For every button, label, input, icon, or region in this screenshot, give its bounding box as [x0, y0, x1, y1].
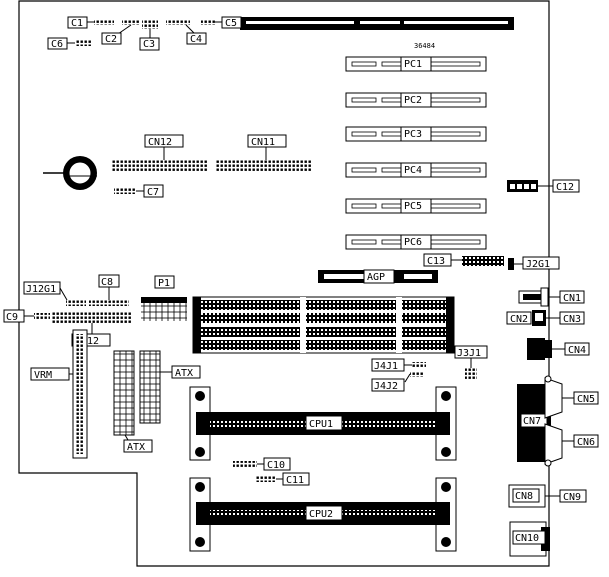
connector-c3: C3	[139, 19, 160, 51]
svg-text:C1: C1	[71, 18, 83, 29]
jumper-j3j1: J3J1	[454, 345, 488, 380]
svg-text:AGP: AGP	[367, 272, 385, 283]
svg-text:PC5: PC5	[404, 201, 422, 212]
svg-text:C9: C9	[6, 312, 18, 323]
connector-c11: C11	[256, 472, 310, 486]
svg-text:C13: C13	[427, 256, 445, 267]
svg-text:PC1: PC1	[404, 59, 422, 70]
connector-c9: C9	[3, 309, 50, 323]
svg-text:CN4: CN4	[568, 345, 586, 356]
connector-c13: C13	[423, 253, 504, 267]
connector-cn4: CN4	[527, 338, 590, 360]
svg-text:CN3: CN3	[563, 314, 581, 325]
svg-text:PC3: PC3	[404, 129, 422, 140]
connector-c1: C1	[67, 16, 114, 29]
part-number: 36484	[414, 42, 435, 50]
pci-slot-3: PC3	[345, 126, 487, 142]
svg-text:J2G1: J2G1	[526, 259, 550, 270]
svg-text:C8: C8	[101, 277, 113, 288]
battery-icon	[43, 156, 97, 190]
svg-text:CPU1: CPU1	[309, 419, 333, 430]
svg-text:C2: C2	[105, 34, 117, 45]
connector-cn1: CN1	[518, 287, 585, 307]
connector-atx-right: ATX	[139, 350, 201, 424]
svg-text:ATX: ATX	[175, 368, 193, 379]
svg-text:PC4: PC4	[404, 165, 422, 176]
connector-c8: C8	[89, 274, 129, 306]
jumper-j12g1: J12G1	[23, 281, 86, 306]
svg-text:PC2: PC2	[404, 95, 422, 106]
svg-text:CN2: CN2	[510, 314, 528, 325]
connector-c6: C6	[47, 37, 91, 50]
jumper-j4j1: J4J1	[371, 358, 426, 372]
svg-text:CN8: CN8	[515, 491, 533, 502]
svg-text:CN5: CN5	[577, 394, 595, 405]
connector-atx-bottom: ATX	[113, 350, 153, 453]
svg-text:C5: C5	[225, 18, 237, 29]
connector-cn11: CN11	[216, 134, 312, 172]
connector-c2: C2	[101, 19, 139, 45]
pci-slot-4: PC4	[345, 162, 487, 178]
svg-text:J12G1: J12G1	[26, 284, 56, 295]
connector-p1: P1	[141, 275, 187, 321]
connector-cn10: CN10	[509, 521, 550, 557]
connector-cn6: CN6	[544, 423, 599, 467]
svg-text:C12: C12	[556, 182, 574, 193]
pci-slot-1: PC1	[345, 56, 487, 72]
connector-c10: C10	[233, 457, 291, 471]
svg-text:P1: P1	[158, 278, 170, 289]
svg-text:J4J1: J4J1	[374, 361, 398, 372]
dimm-sockets	[192, 296, 455, 354]
svg-text:J4J2: J4J2	[374, 381, 398, 392]
cpu2-slot: CPU2	[189, 477, 457, 552]
connector-cn5: CN5	[544, 375, 599, 419]
svg-text:C7: C7	[147, 187, 159, 198]
svg-text:C11: C11	[286, 475, 304, 486]
svg-text:CN9: CN9	[563, 492, 581, 503]
connector-cn12-top: CN12	[111, 134, 208, 172]
connector-cn2: CN2	[506, 310, 546, 326]
jumper-j4j2: J4J2	[371, 371, 424, 392]
cpu1-slot: CPU1	[189, 386, 457, 461]
svg-text:VRM: VRM	[34, 370, 52, 381]
connector-cn8: CN8	[508, 484, 546, 508]
svg-text:CN6: CN6	[577, 437, 595, 448]
svg-text:CN7: CN7	[523, 416, 541, 427]
connector-c12: C12	[507, 179, 580, 193]
pci-slot-5: PC5	[345, 198, 487, 214]
connector-c4: C4	[166, 19, 207, 45]
svg-text:PC6: PC6	[404, 237, 422, 248]
pci-slot-6: PC6	[345, 234, 487, 250]
svg-text:ATX: ATX	[127, 442, 145, 453]
connector-c7: C7	[114, 184, 164, 198]
connector-cn9: CN9	[545, 489, 587, 503]
svg-text:CN11: CN11	[251, 137, 275, 148]
connector-cn3: CN3	[546, 311, 585, 325]
pci-slot-2: PC2	[345, 92, 487, 108]
svg-text:J3J1: J3J1	[457, 348, 481, 359]
svg-text:CN12: CN12	[148, 137, 172, 148]
connector-c5: C5	[201, 16, 242, 29]
svg-text:C10: C10	[267, 460, 285, 471]
agp-slot: AGP	[318, 269, 438, 284]
svg-text:C3: C3	[143, 39, 155, 50]
svg-text:C4: C4	[190, 34, 202, 45]
svg-text:C6: C6	[51, 39, 63, 50]
svg-text:CN10: CN10	[515, 533, 539, 544]
jumper-j2g1: J2G1	[508, 256, 560, 270]
vrm-connector: VRM	[30, 329, 88, 459]
svg-text:CN1: CN1	[563, 293, 581, 304]
svg-text:CPU2: CPU2	[309, 509, 333, 520]
